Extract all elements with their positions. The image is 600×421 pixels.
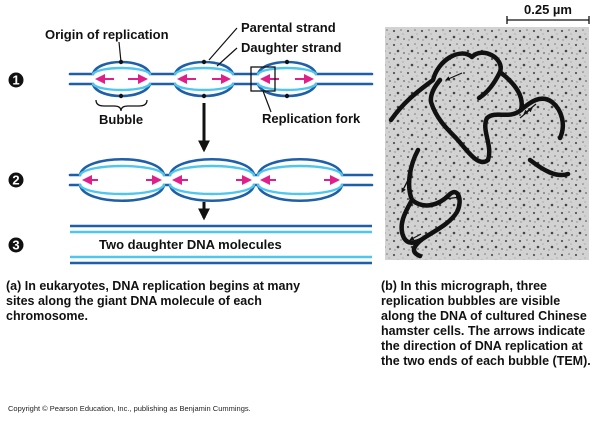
row3-dna <box>70 224 372 265</box>
caption-a-marker: (a) <box>6 279 22 293</box>
row1-fork-dots <box>118 59 290 99</box>
scale-bar-label: 0.25 µm <box>524 2 572 17</box>
micrograph-arrow <box>409 233 422 241</box>
bubble-brace <box>95 99 148 112</box>
parental-strand-label: Parental strand <box>241 20 336 35</box>
micrograph-arrow <box>401 175 411 193</box>
row2-parental-strands <box>68 158 374 202</box>
caption-b-marker: (b) <box>381 279 397 293</box>
bubble-label: Bubble <box>99 112 143 127</box>
tem-micrograph: 0.25 µm <box>385 2 590 260</box>
scale-bar <box>506 16 590 24</box>
micrograph-arrow <box>444 195 461 200</box>
row2-dna <box>68 158 374 202</box>
two-daughter-molecules-label: Two daughter DNA molecules <box>99 237 282 252</box>
micrograph-arrow <box>523 103 537 115</box>
micrograph-arrow <box>445 72 463 81</box>
caption-b-text: In this micrograph, three replication bu… <box>381 279 591 368</box>
step-3-label: 3 <box>12 238 19 253</box>
step-2-label: 2 <box>12 173 19 188</box>
replication-fork-label: Replication fork <box>262 111 361 126</box>
step-1-label: 1 <box>12 73 19 88</box>
origin-label: Origin of replication <box>45 27 169 42</box>
row2-daughter-strands <box>78 164 344 196</box>
label-leaders <box>118 27 272 113</box>
daughter-strand-label: Daughter strand <box>241 40 341 55</box>
row1-daughter-strands <box>91 66 318 92</box>
caption-a: (a) In eukaryotes, DNA replication begin… <box>6 279 306 324</box>
micrograph-direction-arrows <box>401 72 537 241</box>
caption-a-text: In eukaryotes, DNA replication begins at… <box>6 279 301 323</box>
step-markers: 1 2 3 <box>8 72 24 253</box>
caption-b: (b) In this micrograph, three replicatio… <box>381 279 591 369</box>
row1-dna <box>68 59 374 99</box>
copyright-notice: Copyright © Pearson Education, Inc., pub… <box>8 404 251 413</box>
